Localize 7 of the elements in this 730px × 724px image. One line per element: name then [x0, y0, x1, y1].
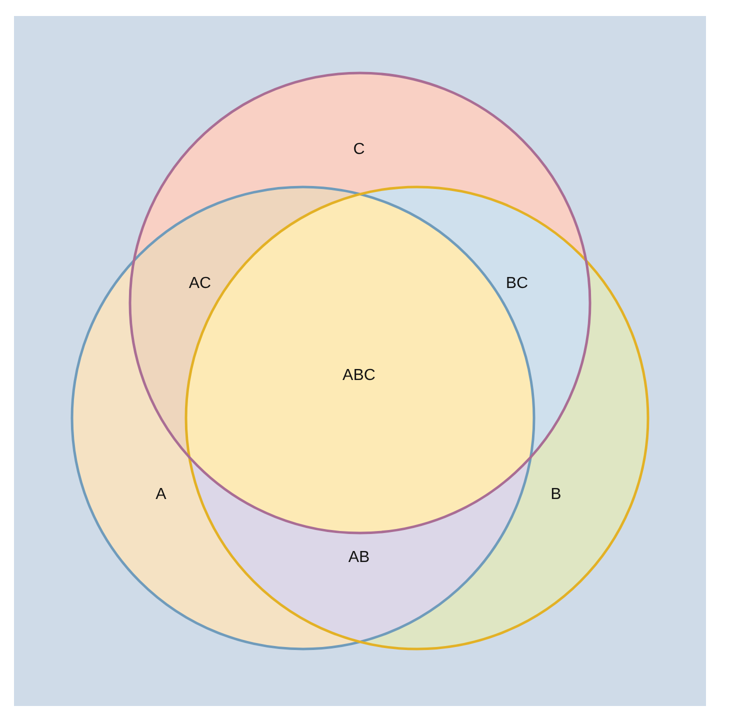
set-label: A [156, 486, 166, 504]
set-label: B [550, 486, 562, 504]
set-label: C [353, 141, 365, 159]
intersection-label: AC [188, 275, 212, 293]
intersection-label: BC [506, 275, 528, 293]
intersection-label: ABC [342, 367, 376, 385]
intersection-label: AB [348, 549, 370, 567]
